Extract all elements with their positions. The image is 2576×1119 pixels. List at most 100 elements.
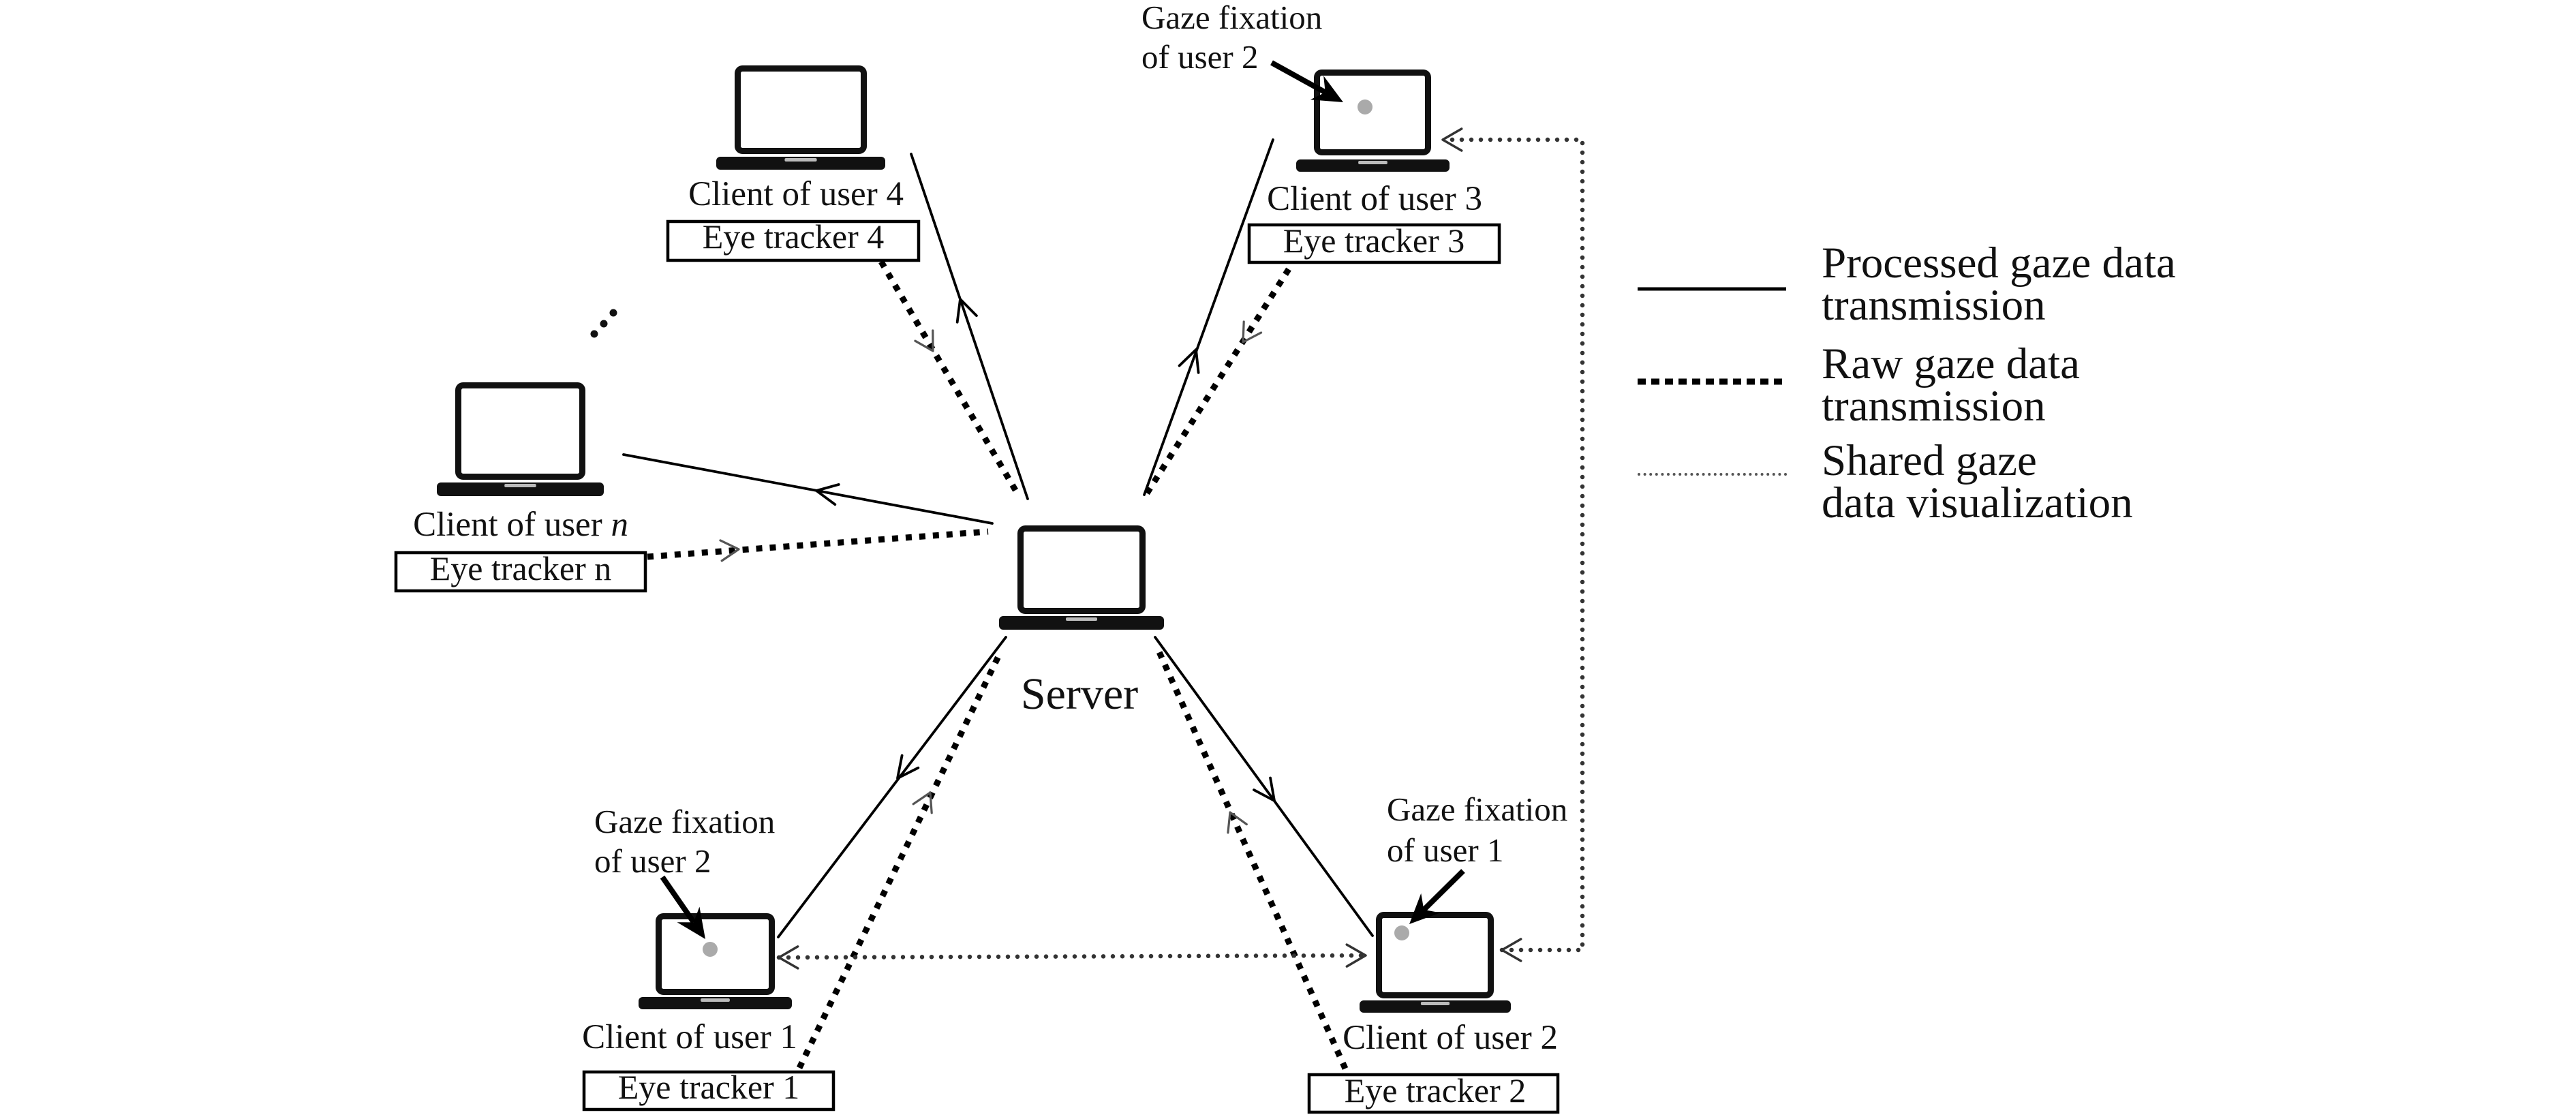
gaze-pointer-shaft (660, 875, 696, 924)
processed-edge-line (1143, 138, 1274, 496)
ellipsis-dot (600, 320, 608, 328)
arrowhead-icon (912, 791, 933, 814)
client-label-index: 2 (1540, 1019, 1558, 1057)
client-user3-laptop-icon (1296, 70, 1450, 172)
raw-edge-line (878, 260, 1021, 497)
client-label-text: Client of user (1267, 180, 1465, 218)
nodes-layer (437, 65, 1511, 1013)
eye-tracker-n: Eye tracker n (394, 549, 647, 593)
gaze-annotation-user1-line1: Gaze fixation (594, 803, 775, 840)
arrowhead-icon (1242, 320, 1263, 343)
eye-tracker-2: Eye tracker 2 (1307, 1071, 1560, 1114)
laptop-screen (1314, 70, 1431, 155)
more-clients-ellipsis (590, 309, 617, 338)
eye-tracker-box (1247, 223, 1501, 264)
laptop-base (999, 616, 1164, 630)
client-label-index: 4 (886, 175, 904, 213)
client-label-text: Client of user (688, 175, 886, 213)
laptop-screen (1376, 912, 1494, 998)
eye-tracker-label: Eye tracker n (430, 549, 612, 587)
arrowhead-icon (1253, 776, 1276, 802)
client-label-index: 3 (1465, 180, 1482, 218)
laptop-trackpad (1066, 617, 1097, 621)
arrowhead-icon (815, 483, 840, 506)
laptop-trackpad (1358, 161, 1387, 164)
eye-tracker-label: Eye tracker 3 (1283, 221, 1465, 260)
arrowhead-icon (1345, 943, 1367, 968)
client-label-index: n (611, 506, 628, 544)
processed-edge-line (622, 453, 994, 525)
processed-gaze-edge (910, 153, 1029, 500)
eye-tracker-label: Eye tracker 1 (618, 1068, 800, 1106)
gaze-pointer-arrow (1409, 869, 1465, 924)
legend-processed-line1: Processed gaze data (1822, 239, 2176, 288)
server-label: Server (1021, 669, 1138, 719)
client-usern-laptop-icon (437, 382, 604, 496)
server-laptop-icon (999, 525, 1164, 630)
laptop-trackpad (701, 998, 730, 1002)
raw-gaze-edge (878, 260, 1021, 497)
arrowhead-icon (677, 906, 705, 939)
client-label-text: Client of user (413, 506, 611, 544)
legend-shared-line2: data visualization (1822, 478, 2133, 527)
arrowhead-icon (778, 945, 799, 970)
ellipsis-dot (590, 330, 598, 338)
laptop-base (437, 482, 604, 496)
gaze-pointer-shaft (1422, 869, 1465, 912)
edges-layer (622, 127, 1585, 1070)
eye-tracker-4: Eye tracker 4 (666, 217, 921, 262)
processed-gaze-edge (1143, 138, 1274, 496)
raw-gaze-edge (1154, 646, 1349, 1070)
arrowhead-icon (896, 754, 920, 780)
shared-gaze-edge (1440, 127, 1585, 962)
client-label-user1: Client of user 1 (582, 1018, 797, 1056)
gaze-annotation-user3-line1: Gaze fixation (1141, 0, 1322, 36)
gaze-annotation-user3-line2: of user 2 (1141, 38, 1258, 76)
laptop-trackpad (784, 158, 817, 162)
arrowhead-icon (1409, 893, 1441, 924)
shared-edge-line (776, 953, 1368, 960)
client-user4-laptop-icon (716, 65, 885, 170)
eye-tracker-1: Eye tracker 1 (582, 1068, 835, 1112)
gaze-annotation-user2-line1: Gaze fixation (1387, 791, 1567, 828)
gaze-pointer-shaft (1270, 60, 1327, 95)
client-label-text: Client of user (582, 1018, 780, 1056)
eye-tracker-label: Eye tracker 2 (1345, 1071, 1527, 1109)
eye-tracker-label: Eye tracker 4 (703, 217, 885, 256)
laptop-base (716, 157, 885, 170)
laptop-base (1296, 159, 1450, 172)
raw-gaze-edge (647, 528, 989, 562)
arrowhead-icon (719, 539, 740, 562)
gaze-pointer-arrow (660, 875, 705, 939)
eye-tracker-box (1307, 1073, 1560, 1114)
client-label-user3: Client of user 3 (1267, 180, 1482, 218)
client-label-usern: Client of user n (413, 506, 628, 544)
legend-raw-line2: transmission (1822, 382, 2046, 431)
arrowhead-icon (1178, 348, 1200, 374)
raw-gaze-edge (1143, 267, 1291, 497)
laptop-screen (735, 65, 867, 154)
gaze-fixation-dot (1394, 925, 1409, 940)
client-user1-laptop-icon (639, 913, 792, 1009)
processed-gaze-edge (1154, 636, 1374, 937)
raw-gaze-edge (796, 649, 1005, 1069)
processed-edge-line (910, 153, 1029, 500)
eye-tracker-box (666, 219, 921, 262)
arrowhead-icon (1310, 76, 1343, 102)
laptop-trackpad (1420, 1002, 1450, 1005)
processed-edge-line (1154, 636, 1374, 937)
eye-tracker-box (582, 1070, 835, 1112)
gaze-annotation-user1-line2: of user 2 (594, 842, 711, 880)
processed-gaze-edge (777, 636, 1007, 938)
raw-edge-line (1143, 267, 1291, 497)
arrowhead-icon (1227, 811, 1248, 834)
client-label-user2: Client of user 2 (1343, 1019, 1558, 1057)
legend-swatches (1638, 287, 1787, 476)
client-label-text: Client of user (1343, 1019, 1540, 1057)
shared-gaze-edge (776, 943, 1368, 970)
laptop-base (639, 997, 792, 1009)
client-label-index: 1 (780, 1018, 797, 1056)
raw-edge-line (796, 649, 1005, 1069)
arrowhead-icon (1441, 127, 1463, 152)
